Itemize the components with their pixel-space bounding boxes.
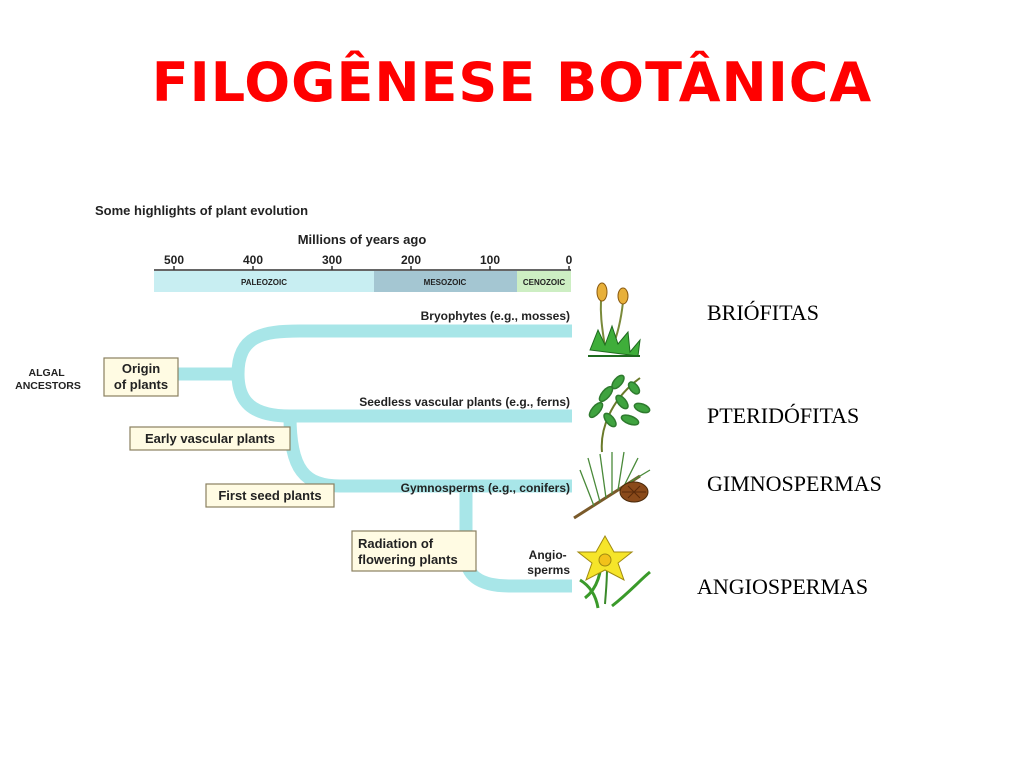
era-mesozoic (374, 271, 517, 292)
branch-seed-stem (283, 415, 341, 493)
first-seed-label: First seed plants (218, 488, 321, 503)
origin-box-frame (103, 357, 179, 397)
tick-200: 200 (401, 253, 421, 267)
group-label-gimnospermas: GIMNOSPERMAS (707, 471, 882, 496)
time-axis (154, 266, 571, 271)
tick-500: 500 (164, 253, 184, 267)
early-vascular-frame (129, 426, 291, 451)
daffodil-illustration (576, 534, 651, 609)
era-cenozoic (517, 271, 571, 292)
era-mesozoic-label: MESOZOIC (424, 278, 467, 287)
tick-0: 0 (566, 253, 573, 267)
origin-line-1: Origin (122, 361, 160, 376)
gymnosperms-label: Gymnosperms (e.g., conifers) (401, 481, 570, 495)
radiation-frame (351, 530, 477, 572)
era-paleozoic (154, 271, 374, 292)
era-cenozoic-label: CENOZOIC (523, 278, 565, 287)
time-axis-title: Millions of years ago (298, 232, 427, 247)
tick-400: 400 (243, 253, 263, 267)
tick-300: 300 (322, 253, 342, 267)
slide-title: FILOGÊNESE BOTÂNICA (151, 51, 873, 114)
first-seed-frame (205, 483, 335, 508)
angiosperms-line-1: Angio- (529, 548, 567, 562)
branch-vascular-stem (231, 373, 291, 423)
algal-line-2: ANCESTORS (15, 380, 81, 392)
group-label-pteridofitas: PTERIDÓFITAS (707, 403, 860, 428)
radiation-flowering-box: Radiation of flowering plants (351, 530, 477, 572)
era-paleozoic-label: PALEOZOIC (241, 278, 287, 287)
early-vascular-label: Early vascular plants (145, 431, 275, 446)
branch-bryophytes (231, 324, 572, 375)
angiosperms-label: Angio- sperms (527, 548, 570, 577)
ferns-label: Seedless vascular plants (e.g., ferns) (359, 395, 570, 409)
origin-line-2: of plants (114, 377, 168, 392)
conifer-illustration (573, 451, 651, 520)
algal-ancestors-label: ALGAL ANCESTORS (15, 367, 81, 392)
origin-of-plants-box: Origin of plants (103, 357, 179, 397)
bryophytes-label: Bryophytes (e.g., mosses) (421, 309, 570, 323)
algal-line-1: ALGAL (29, 367, 66, 379)
early-vascular-box: Early vascular plants (129, 426, 291, 451)
figure-caption: Some highlights of plant evolution (95, 203, 308, 218)
fern-illustration (588, 374, 651, 453)
tick-100: 100 (480, 253, 500, 267)
group-label-angiospermas: ANGIOSPERMAS (697, 574, 869, 599)
moss-illustration (588, 282, 641, 357)
radiation-line-1: Radiation of (358, 536, 434, 551)
group-label-briofitas: BRIÓFITAS (707, 300, 819, 325)
angiosperms-line-2: sperms (527, 563, 570, 577)
first-seed-box: First seed plants (205, 483, 335, 508)
radiation-line-2: flowering plants (358, 552, 458, 567)
